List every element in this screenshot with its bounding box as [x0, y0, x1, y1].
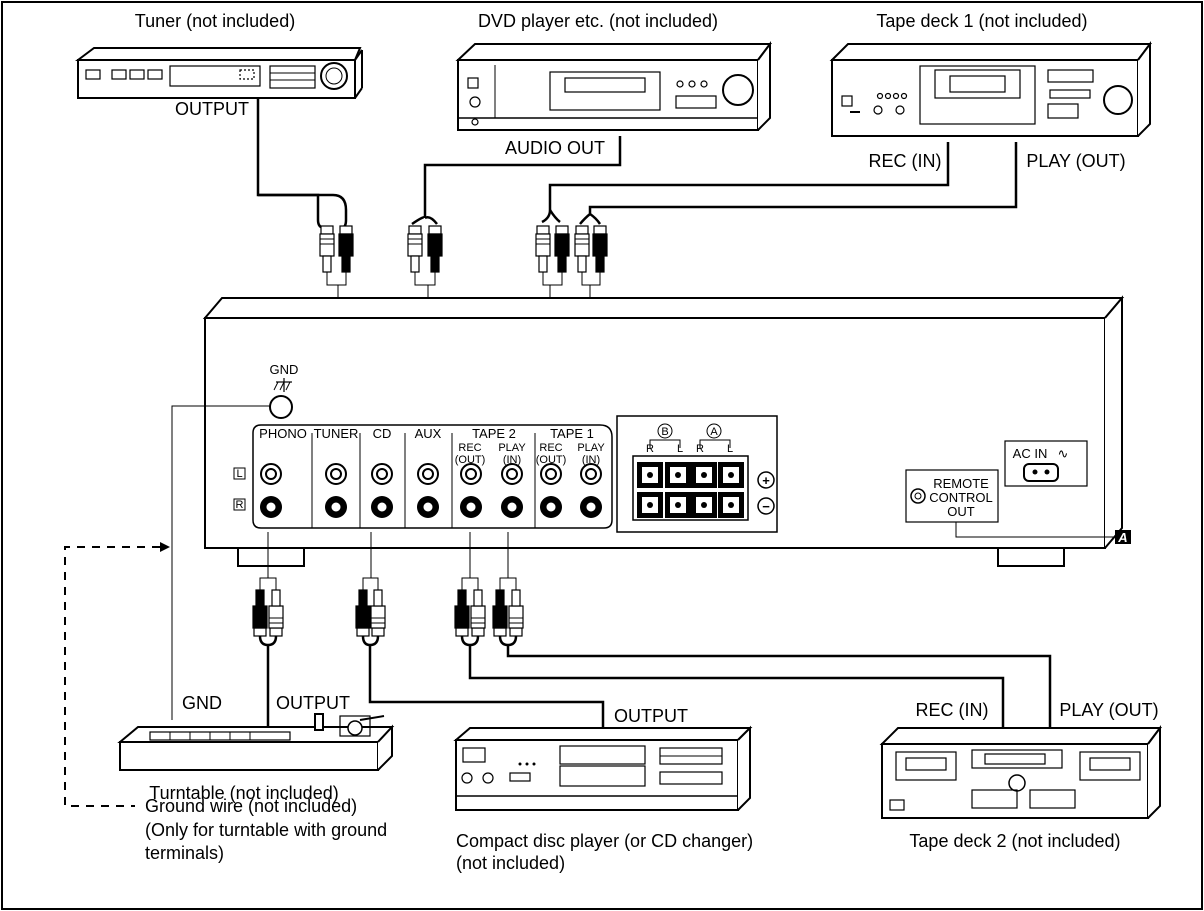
tape2-rec-label: REC [458, 442, 481, 454]
remote-line3: OUT [947, 504, 975, 519]
remote-line1: REMOTE [933, 476, 989, 491]
ground-wire-line2: (Only for turntable with ground [145, 820, 387, 840]
tape2-in-label: (IN) [503, 454, 521, 466]
ground-wire-line1: Ground wire (not included) [145, 796, 357, 816]
tape1-play-jack-label: PLAY [577, 442, 605, 454]
input-label-tape1: TAPE 1 [550, 426, 594, 441]
remote-control-out: REMOTE CONTROL OUT A [905, 469, 1131, 545]
turntable-gnd-label: GND [182, 693, 222, 713]
ground-wire-legend: Ground wire (not included) (Only for tur… [145, 796, 387, 863]
tape2-rec-in-label: REC (IN) [916, 700, 989, 720]
tape2-play-out-label: PLAY (OUT) [1059, 700, 1158, 720]
cd-player-device: OUTPUT Compact disc player (or CD change… [453, 706, 753, 873]
tape1-out-jack-label: (OUT) [536, 454, 567, 466]
tape1-rec-in-label: REC (IN) [869, 151, 942, 171]
callout-a: A [1117, 530, 1127, 545]
speaker-a-l: L [727, 443, 733, 455]
tape1-rec-jack-label: REC [539, 442, 562, 454]
polarity-plus: + [762, 473, 770, 488]
input-label-phono: PHONO [259, 426, 307, 441]
dvd-label: DVD player etc. (not included) [478, 11, 718, 31]
cd-label-line1: Compact disc player (or CD changer) [456, 831, 753, 851]
aux-plugs [407, 225, 443, 273]
tuner-plugs [319, 225, 354, 273]
input-label-cd: CD [373, 426, 392, 441]
remote-line2: CONTROL [929, 490, 993, 505]
tuner-label: Tuner (not included) [135, 11, 295, 31]
ac-in-label: AC IN [1013, 446, 1048, 461]
tape1-play-out-label: PLAY (OUT) [1026, 151, 1125, 171]
tape1-in-jack-label: (IN) [582, 454, 600, 466]
tape-deck-1-device: Tape deck 1 (not included) REC (IN) PLAY… [829, 11, 1152, 171]
bottom-cables [258, 635, 1052, 730]
speaker-b-l: L [677, 443, 683, 455]
tape1-play-plugs [574, 225, 608, 273]
amplifier-rear-panel: GND PHONO TUNER CD AUX TAPE 2 TAPE 1 REC… [202, 295, 1131, 567]
ac-inlet: AC IN ∿ [1004, 440, 1088, 487]
gnd-terminal [269, 395, 293, 419]
tape1-rec-plugs [535, 225, 570, 273]
ground-wire-line3: terminals) [145, 843, 224, 863]
top-cables [256, 98, 1018, 230]
gnd-wire [171, 405, 270, 720]
channel-l-marker: L [236, 468, 242, 480]
channel-r-marker: R [236, 499, 244, 511]
dvd-audio-out-label: AUDIO OUT [505, 138, 605, 158]
dvd-player-device: DVD player etc. (not included) AUDIO OUT [455, 11, 772, 158]
tape2-out-label: (OUT) [455, 454, 486, 466]
ac-symbol: ∿ [1058, 446, 1069, 461]
amp-gnd-label: GND [270, 362, 299, 377]
speaker-terminals: B A R L R L + − [616, 415, 778, 533]
phono-plugs [252, 589, 284, 637]
cd-output-label: OUTPUT [614, 706, 688, 726]
turntable-output-label: OUTPUT [276, 693, 350, 713]
tape2-label: Tape deck 2 (not included) [909, 831, 1120, 851]
input-label-aux: AUX [415, 426, 442, 441]
speaker-b-label: B [661, 426, 668, 438]
input-label-tuner: TUNER [314, 426, 359, 441]
cd-plugs [355, 589, 386, 637]
input-label-tape2: TAPE 2 [472, 426, 516, 441]
cd-label-line2: (not included) [456, 853, 565, 873]
speaker-b-r: R [646, 443, 654, 455]
tape2-rec-plugs [454, 589, 486, 637]
tape1-label: Tape deck 1 (not included) [876, 11, 1087, 31]
turntable-label: Turntable (not included) [149, 783, 338, 803]
bottom-thin-wires [259, 532, 517, 590]
tuner-device: Tuner (not included) OUTPUT [75, 11, 363, 119]
tape-deck-2-device: REC (IN) PLAY (OUT) Tape deck 2 (not inc… [879, 700, 1162, 851]
speaker-a-r: R [696, 443, 704, 455]
tape2-play-plugs [492, 589, 524, 637]
tape2-play-label: PLAY [498, 442, 526, 454]
speaker-a-label: A [710, 426, 718, 438]
polarity-minus: − [762, 499, 770, 514]
turntable-device: GND OUTPUT Turntable (not included) [117, 693, 395, 803]
tuner-output-label: OUTPUT [175, 99, 249, 119]
ground-wire-dashed [64, 546, 160, 807]
